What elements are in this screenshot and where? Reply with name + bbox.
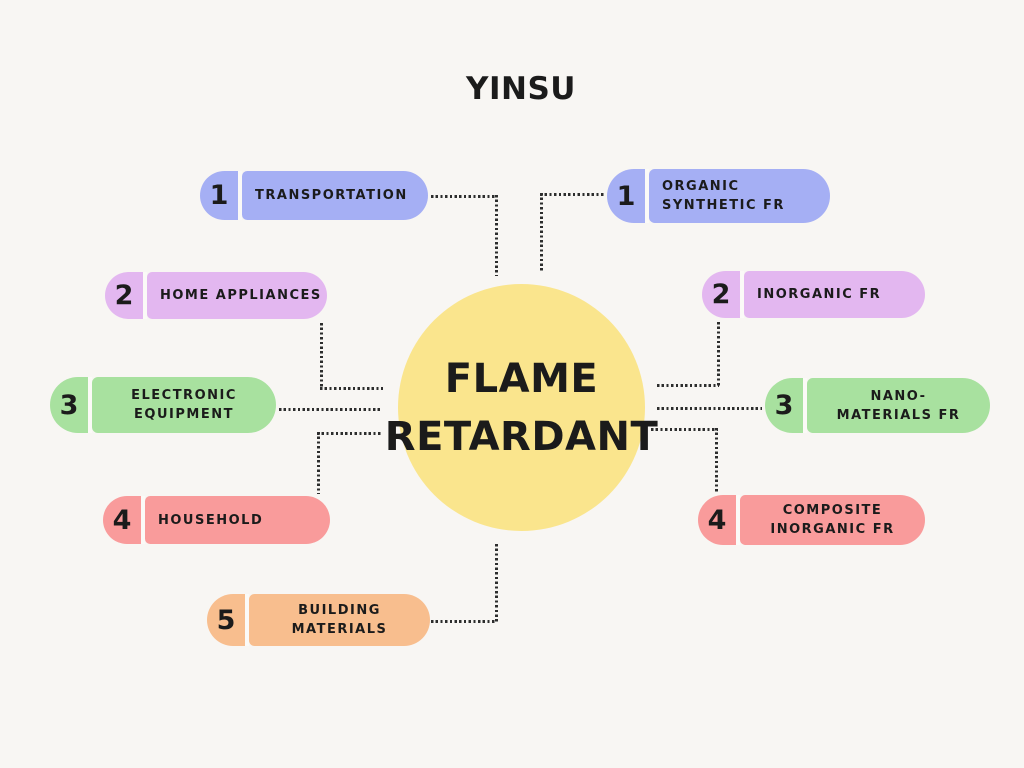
connector-left-4 bbox=[317, 432, 383, 435]
pill-label: BUILDING MATERIALS bbox=[249, 594, 430, 646]
pill-label: ELECTRONIC EQUIPMENT bbox=[92, 377, 276, 433]
connector-left-4-drop bbox=[317, 432, 320, 494]
pill-label: COMPOSITE INORGANIC FR bbox=[740, 495, 925, 545]
connector-right-3 bbox=[657, 407, 762, 410]
connector-left-1 bbox=[431, 195, 497, 198]
right-node-organic-synthetic-fr: 1 ORGANIC SYNTHETIC FR bbox=[607, 169, 830, 223]
center-node-line1: FLAME bbox=[444, 355, 599, 402]
connector-left-5 bbox=[431, 620, 497, 623]
connector-left-1-drop bbox=[495, 195, 498, 276]
connector-right-2 bbox=[657, 384, 719, 387]
pill-label: INORGANIC FR bbox=[744, 271, 925, 318]
pill-number: 5 bbox=[207, 594, 249, 646]
pill-label: HOUSEHOLD bbox=[145, 496, 330, 544]
center-node-line2: RETARDANT bbox=[384, 413, 659, 460]
connector-right-1 bbox=[540, 193, 605, 196]
left-node-electronic-equipment: 3 ELECTRONIC EQUIPMENT bbox=[50, 377, 276, 433]
pill-label: ORGANIC SYNTHETIC FR bbox=[649, 169, 830, 223]
connector-left-2 bbox=[320, 387, 383, 390]
connector-left-5-drop bbox=[495, 544, 498, 623]
left-node-household: 4 HOUSEHOLD bbox=[103, 496, 330, 544]
pill-number: 4 bbox=[698, 495, 740, 545]
left-node-home-appliances: 2 HOME APPLIANCES bbox=[105, 272, 327, 319]
pill-number: 2 bbox=[105, 272, 147, 319]
pill-number: 1 bbox=[607, 169, 649, 223]
pill-number: 1 bbox=[200, 171, 242, 220]
pill-label: NANO- MATERIALS FR bbox=[807, 378, 990, 433]
connector-right-2-drop bbox=[717, 322, 720, 386]
pill-number: 2 bbox=[702, 271, 744, 318]
right-node-composite-inorganic-fr: 4 COMPOSITE INORGANIC FR bbox=[698, 495, 925, 545]
pill-number: 4 bbox=[103, 496, 145, 544]
page-title: YINSU bbox=[466, 71, 576, 107]
connector-right-4-drop bbox=[715, 428, 718, 493]
pill-label: TRANSPORTATION bbox=[242, 171, 428, 220]
connector-left-3 bbox=[279, 408, 380, 411]
pill-number: 3 bbox=[50, 377, 92, 433]
center-node: FLAME RETARDANT bbox=[385, 284, 658, 531]
connector-left-2-drop bbox=[320, 323, 323, 389]
connector-right-4 bbox=[651, 428, 718, 431]
pill-number: 3 bbox=[765, 378, 807, 433]
left-node-building-materials: 5 BUILDING MATERIALS bbox=[207, 594, 430, 646]
left-node-transportation: 1 TRANSPORTATION bbox=[200, 171, 428, 220]
pill-label: HOME APPLIANCES bbox=[147, 272, 327, 319]
right-node-nano-materials-fr: 3 NANO- MATERIALS FR bbox=[765, 378, 990, 433]
connector-right-1-drop bbox=[540, 193, 543, 272]
right-node-inorganic-fr: 2 INORGANIC FR bbox=[702, 271, 925, 318]
